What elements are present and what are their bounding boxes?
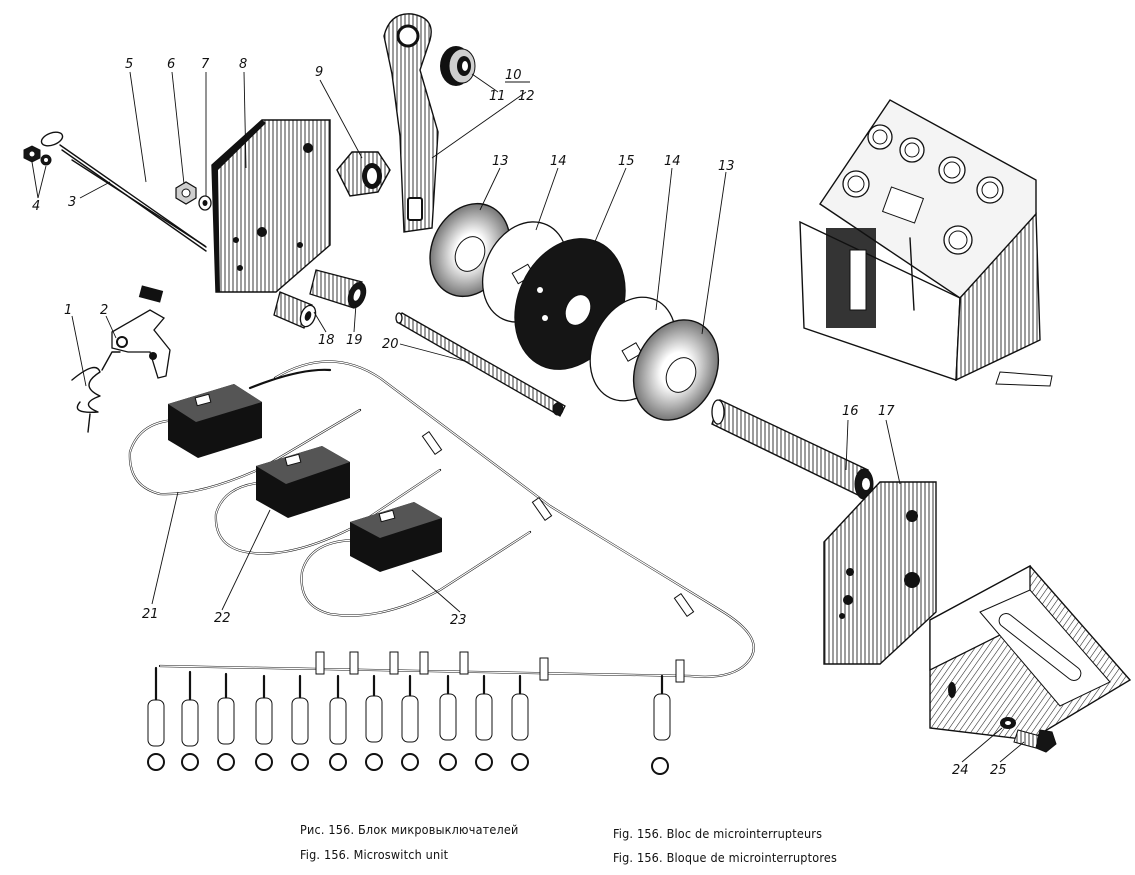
part-13-disc-right <box>632 319 720 421</box>
callout-25: 25 <box>990 763 1007 778</box>
part-6-7-nut-washer <box>175 181 212 211</box>
callout-18: 18 <box>318 333 335 348</box>
part-5-rod <box>71 159 206 247</box>
callout-23: 23 <box>450 613 467 628</box>
terminal-lead <box>439 674 457 771</box>
part-18-bushing <box>273 291 317 329</box>
terminal-lead <box>329 674 347 771</box>
callout-9: 9 <box>315 65 323 80</box>
terminal-lead <box>511 674 529 771</box>
caption-fr: Fig. 156. Bloc de microinterrupteurs <box>613 826 823 841</box>
callout-7: 7 <box>201 57 210 72</box>
callout-11: 11 <box>489 89 506 104</box>
terminal-lead <box>651 674 671 775</box>
callout-6: 6 <box>167 57 175 72</box>
switch-loop-21 <box>128 368 362 496</box>
callout-20: 20 <box>382 337 399 352</box>
part-17-plate <box>823 481 937 665</box>
microswitch-23 <box>350 502 442 572</box>
terminal-lead <box>365 674 383 771</box>
callout-15: 15 <box>618 154 635 169</box>
switch-loop-23 <box>300 530 532 617</box>
terminal-lead <box>401 674 419 771</box>
callout-24: 24 <box>952 763 969 778</box>
harness-bands <box>315 430 695 683</box>
callout-13-left: 13 <box>492 154 509 169</box>
part-4-nuts <box>23 145 52 166</box>
part-2-clip <box>111 285 171 379</box>
callout-13-right: 13 <box>718 159 735 174</box>
caption-es: Fig. 156. Bloque de microinterruptores <box>613 850 838 865</box>
terminal-lead <box>255 674 273 771</box>
part-19-bushing <box>309 269 367 309</box>
terminal-lead <box>181 670 199 771</box>
leader-lines <box>31 71 1025 763</box>
part-1-spring <box>71 351 121 433</box>
gauge-dials <box>842 124 1004 255</box>
callout-17: 17 <box>878 404 895 419</box>
callout-14-left: 14 <box>550 154 567 169</box>
callout-16: 16 <box>842 404 859 419</box>
assembled-unit-illustration <box>799 99 1053 387</box>
part-9-nut <box>336 151 391 197</box>
caption-en: Fig. 156. Microswitch unit <box>300 847 449 862</box>
part-12-lever <box>383 13 439 233</box>
callout-2: 2 <box>100 303 108 318</box>
callout-8: 8 <box>239 57 247 72</box>
callout-4: 4 <box>32 199 40 214</box>
callout-10: 10 <box>505 68 522 83</box>
caption-ru: Рис. 156. Блок микровыключателей <box>300 822 519 837</box>
callout-22: 22 <box>214 611 231 626</box>
callout-19: 19 <box>346 333 363 348</box>
callout-labels: 1 2 3 4 5 6 7 8 9 10 11 12 13 13 14 14 1… <box>32 57 1007 778</box>
callout-12: 12 <box>518 89 535 104</box>
microswitch-22 <box>256 446 350 518</box>
terminal-leads <box>147 666 671 775</box>
part-16-axle <box>711 399 874 500</box>
callout-14-right: 14 <box>664 154 681 169</box>
part-8-plate <box>211 119 331 293</box>
part-25-bolt <box>1013 729 1057 753</box>
callout-21: 21 <box>142 607 159 622</box>
callout-1: 1 <box>64 303 72 318</box>
bracket-assembly <box>929 564 1132 741</box>
terminal-lead <box>217 672 235 771</box>
terminal-lead <box>291 674 309 771</box>
harness-cables <box>158 350 755 678</box>
terminal-lead <box>475 674 493 771</box>
callout-3: 3 <box>68 195 76 210</box>
part-20-shaft <box>395 312 566 417</box>
microswitch-21 <box>168 384 262 458</box>
callout-5: 5 <box>125 57 133 72</box>
wiring-harness <box>128 350 755 775</box>
part-10-11-bearing <box>440 46 476 86</box>
terminal-lead <box>147 666 165 771</box>
switch-loop-22 <box>214 468 442 555</box>
part-24-washer <box>1000 717 1016 729</box>
